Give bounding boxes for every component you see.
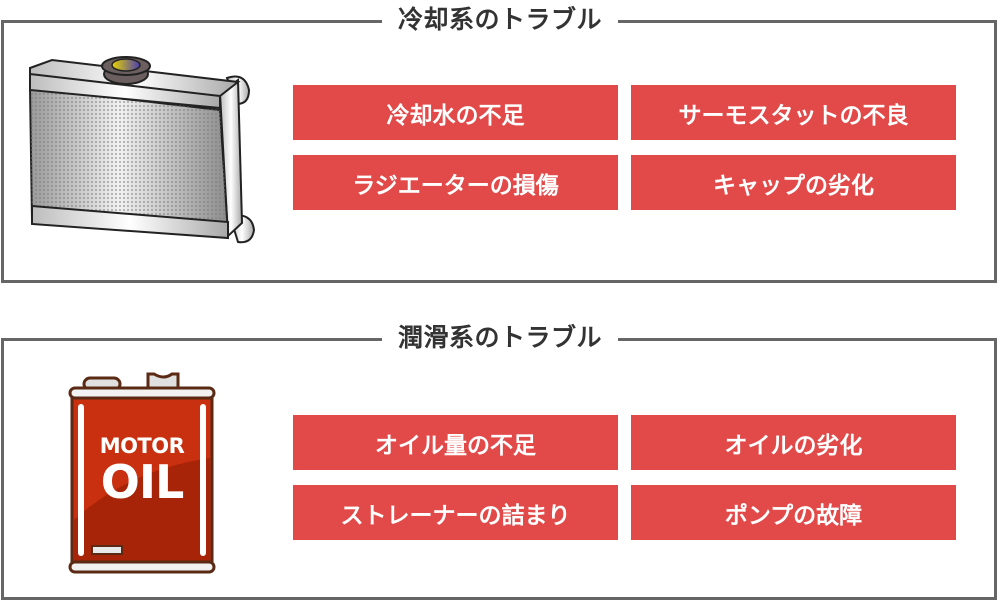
lubrication-item-oil-shortage: オイル量の不足 (293, 415, 618, 470)
cooling-title-wrap: 冷却系のトラブル (0, 0, 1000, 40)
cooling-item-radiator-damage: ラジエーターの損傷 (293, 155, 618, 210)
oil-can-label-top: MOTOR (99, 434, 185, 458)
motor-oil-can-icon: MOTOR OIL (68, 370, 216, 578)
lubrication-section: 潤滑系のトラブル MOTOR OIL オイル量の不足 オイルの劣化 スト (0, 318, 1000, 600)
radiator-icon (28, 56, 256, 244)
tag-label: ポンプの故障 (724, 502, 863, 529)
tag-label: ラジエーターの損傷 (352, 172, 559, 199)
cooling-item-cap-deterioration: キャップの劣化 (631, 155, 956, 210)
lubrication-title-wrap: 潤滑系のトラブル (0, 318, 1000, 358)
lubrication-title: 潤滑系のトラブル (381, 318, 618, 358)
tag-label: 冷却水の不足 (386, 102, 525, 129)
cooling-item-thermostat-fault: サーモスタットの不良 (631, 85, 956, 140)
tag-label: オイル量の不足 (375, 432, 536, 459)
tag-label: オイルの劣化 (724, 432, 863, 459)
tag-label: ストレーナーの詰まり (340, 502, 571, 529)
tag-label: キャップの劣化 (713, 172, 874, 199)
cooling-section: 冷却系のトラブル (0, 0, 1000, 290)
lubrication-item-strainer-clog: ストレーナーの詰まり (293, 485, 618, 540)
cooling-title: 冷却系のトラブル (381, 0, 618, 40)
cooling-item-coolant-shortage: 冷却水の不足 (293, 85, 618, 140)
tag-label: サーモスタットの不良 (678, 102, 909, 129)
oil-can-label-bottom: OIL (100, 455, 185, 509)
lubrication-item-pump-failure: ポンプの故障 (631, 485, 956, 540)
lubrication-item-oil-deterioration: オイルの劣化 (631, 415, 956, 470)
